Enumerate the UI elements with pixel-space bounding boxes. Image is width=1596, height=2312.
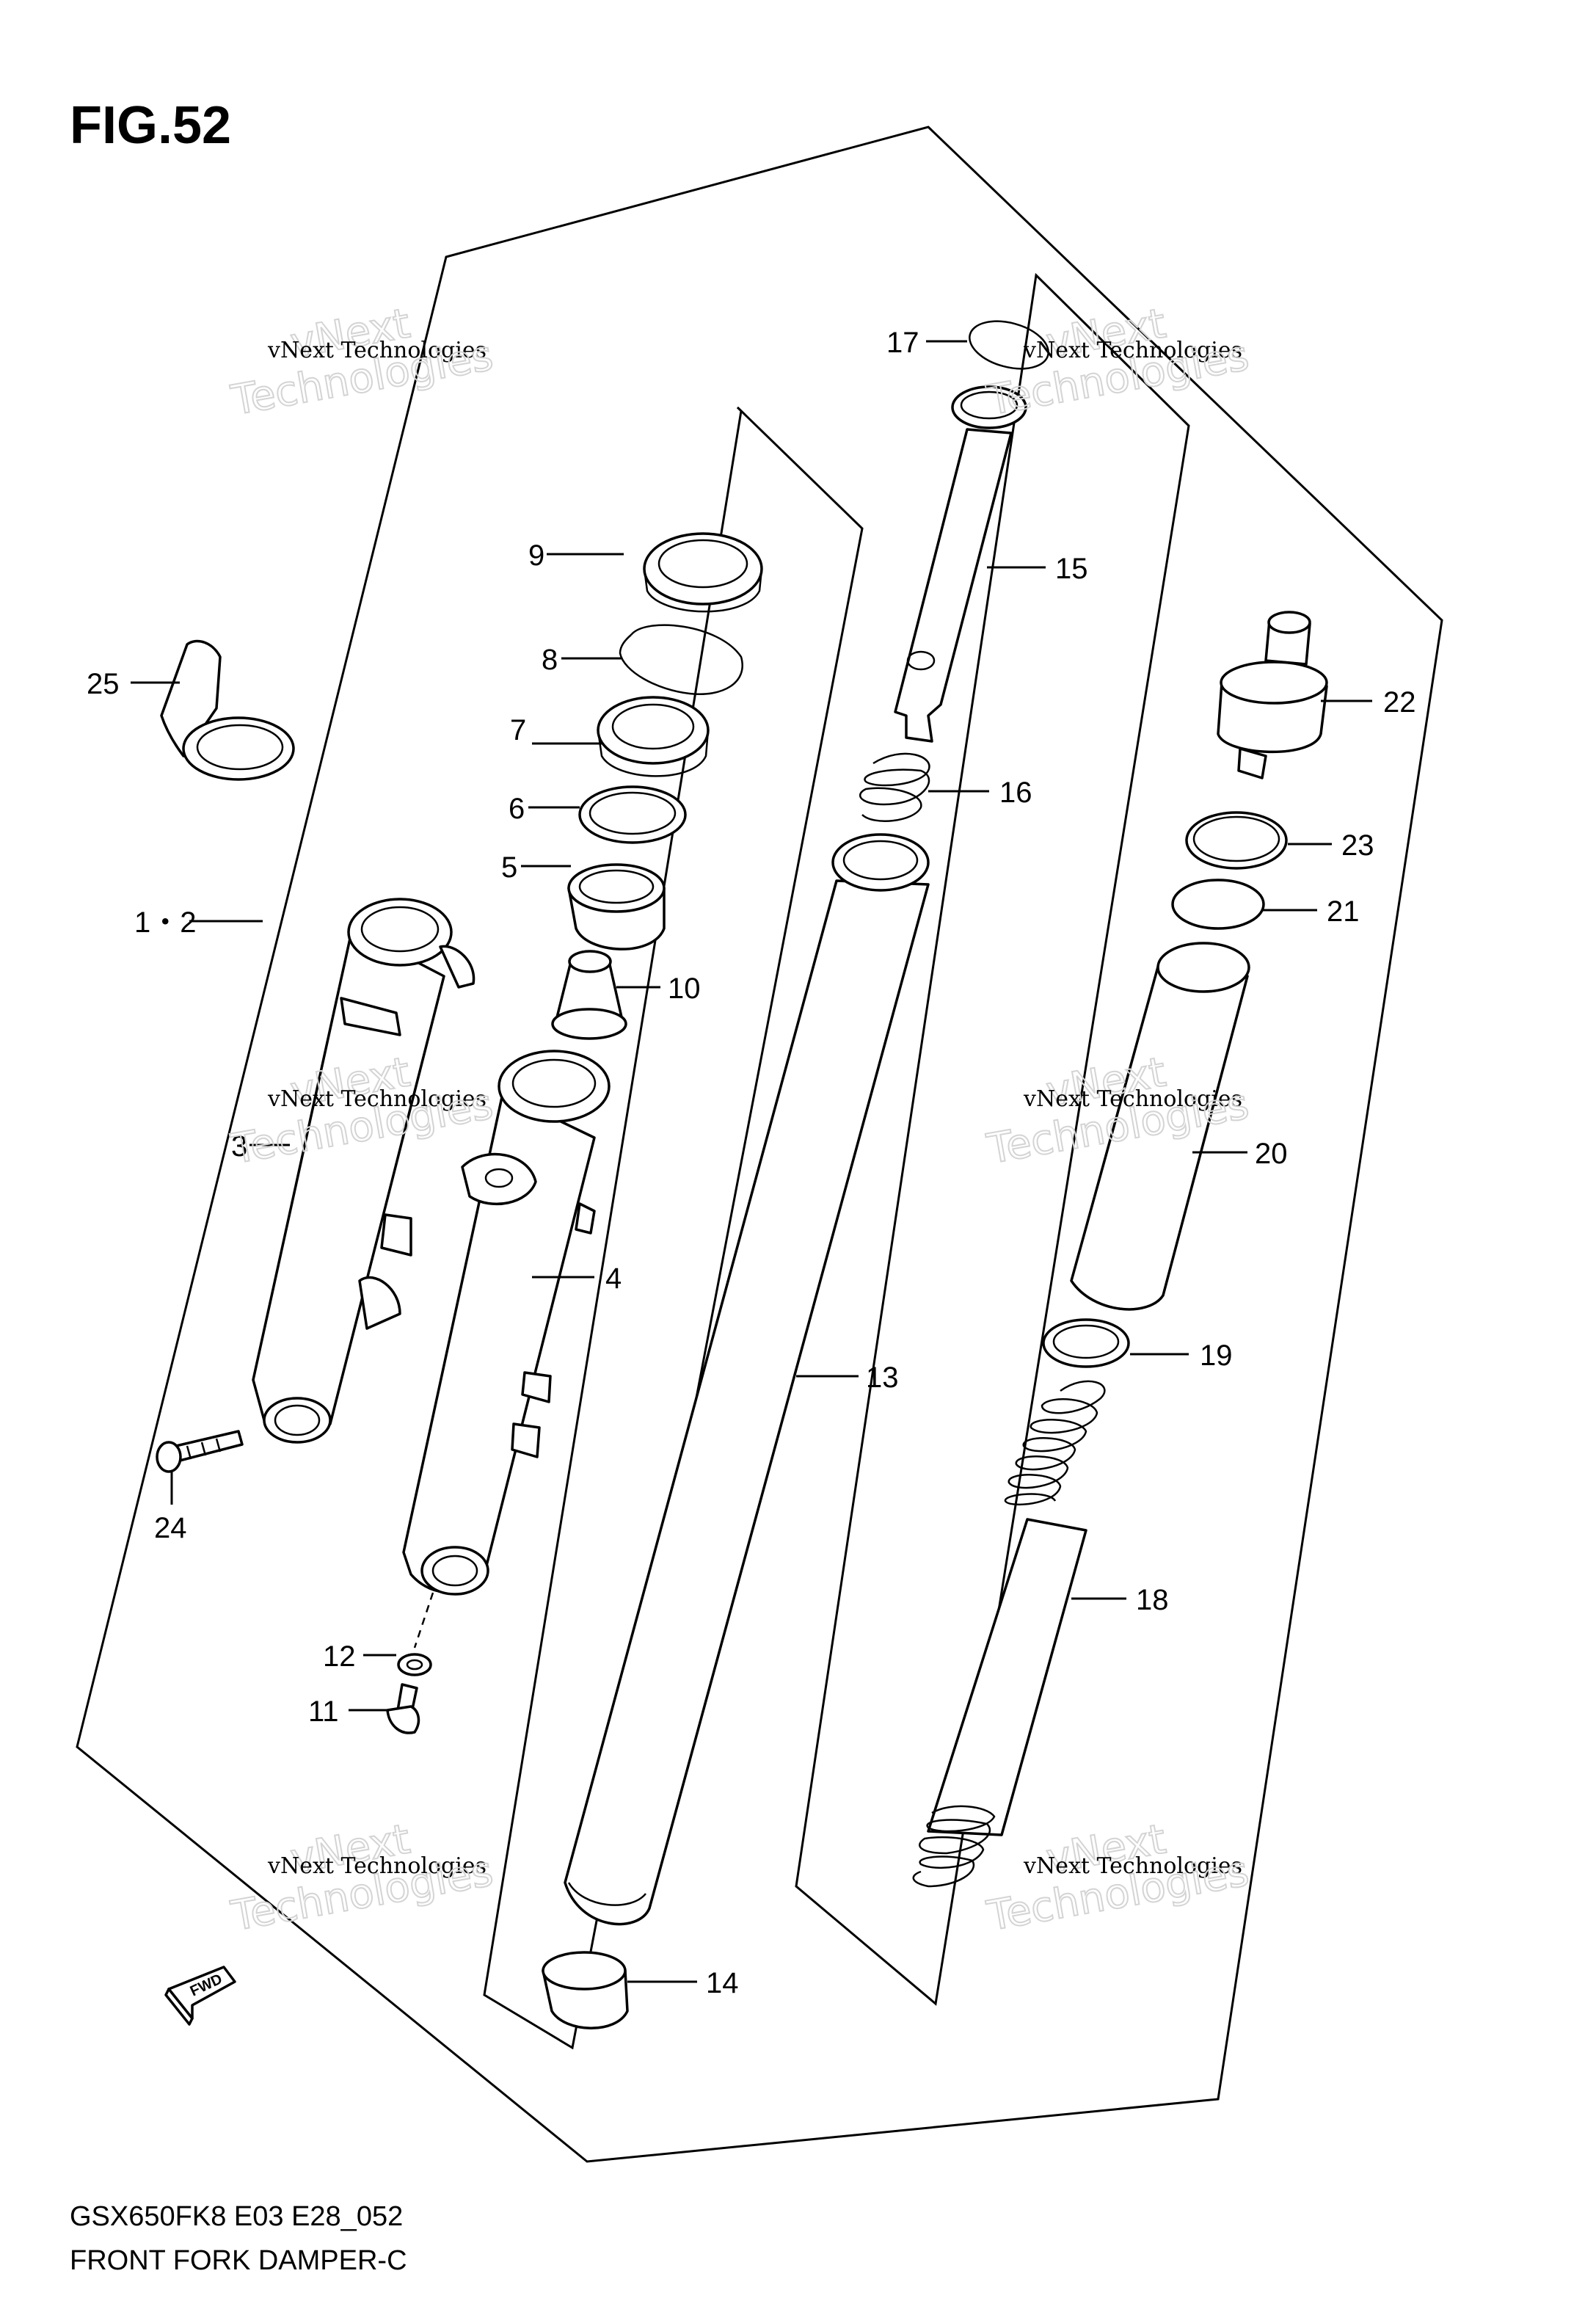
part-13-inner-tube xyxy=(564,833,930,1926)
callout-1-2: 1・2 xyxy=(134,906,197,939)
callout-21: 21 xyxy=(1327,895,1360,928)
part-7-oil-seal xyxy=(597,696,710,777)
part-18-fork-spring xyxy=(912,1380,1106,1888)
callout-13: 13 xyxy=(866,1362,899,1394)
callout-6: 6 xyxy=(509,793,525,825)
watermark: vNext vNext Technologies Technologies xyxy=(227,299,498,426)
part-4-outer-tube-right xyxy=(402,1050,611,1648)
callout-25: 25 xyxy=(87,668,120,700)
callout-14: 14 xyxy=(706,1967,739,1999)
callout-24: 24 xyxy=(154,1512,187,1544)
callout-labels: 25 1・2 3 7 6 5 9 8 10 4 12 11 24 13 14 1… xyxy=(87,327,1416,1999)
callout-10: 10 xyxy=(668,973,701,1005)
part-11-drain-bolt xyxy=(386,1683,420,1734)
figure-label: FIG.52 xyxy=(70,96,231,155)
part-16-rebound-spring xyxy=(859,752,930,822)
damper-group-outline xyxy=(795,272,1190,2006)
part-17-stopper-ring xyxy=(969,320,1049,370)
watermark-line2: vNext Technologies xyxy=(1023,1853,1242,1879)
part-8-clip-ring xyxy=(619,624,743,695)
watermark: vNext vNext Technologies Technologies xyxy=(983,299,1253,426)
part-23-o-ring xyxy=(1185,811,1288,870)
callout-20: 20 xyxy=(1255,1138,1288,1170)
callout-4: 4 xyxy=(605,1262,622,1295)
part-19-washer xyxy=(1042,1318,1130,1368)
callout-8: 8 xyxy=(542,644,558,676)
callout-3: 3 xyxy=(231,1130,247,1163)
watermark-line2: vNext Technologies xyxy=(267,1086,487,1112)
part-24-bolt xyxy=(156,1430,244,1473)
diagram-title: FRONT FORK DAMPER-C xyxy=(70,2245,407,2276)
fork-tube-group-outline xyxy=(483,406,864,2050)
watermark-line2: vNext Technologies xyxy=(267,338,487,363)
callout-23: 23 xyxy=(1341,829,1374,862)
watermark: vNext vNext Technologies Technologies xyxy=(983,1814,1253,1941)
part-15-damper-rod xyxy=(894,385,1027,743)
callout-12: 12 xyxy=(323,1640,356,1673)
watermark: vNext vNext Technologies Technologies xyxy=(227,1814,498,1941)
model-code: GSX650FK8 E03 E28_052 xyxy=(70,2201,403,2232)
callout-11: 11 xyxy=(308,1695,339,1728)
part-20-spacer-tube xyxy=(1070,942,1250,1311)
callout-18: 18 xyxy=(1136,1584,1169,1616)
fwd-arrow-icon: FWD xyxy=(164,1966,236,2026)
part-3-outer-tube-left xyxy=(252,898,475,1444)
callout-22: 22 xyxy=(1383,686,1416,719)
callout-16: 16 xyxy=(999,777,1032,809)
callout-19: 19 xyxy=(1200,1339,1233,1372)
watermark-line2: vNext Technologies xyxy=(267,1853,487,1879)
callout-7: 7 xyxy=(510,714,526,746)
assembly-outline xyxy=(76,126,1443,2163)
part-5-bushing xyxy=(567,863,666,950)
watermark-line2: vNext Technologies xyxy=(1023,338,1242,363)
part-10-oil-lock xyxy=(551,950,627,1040)
callout-17: 17 xyxy=(886,327,919,359)
callout-5: 5 xyxy=(501,851,517,884)
part-12-gasket xyxy=(397,1653,432,1676)
part-25-fork-clip xyxy=(160,639,295,781)
part-9-dust-seal xyxy=(643,532,763,613)
callout-9: 9 xyxy=(528,539,544,572)
watermark-line2: vNext Technologies xyxy=(1023,1086,1242,1112)
part-22-cap-bolt xyxy=(1217,611,1328,779)
callout-15: 15 xyxy=(1055,553,1088,585)
part-6-washer xyxy=(578,785,687,844)
leader-lines xyxy=(131,340,1372,1983)
part-21-spacer-cap xyxy=(1171,879,1265,930)
part-14-bushing-lower xyxy=(542,1951,629,2029)
